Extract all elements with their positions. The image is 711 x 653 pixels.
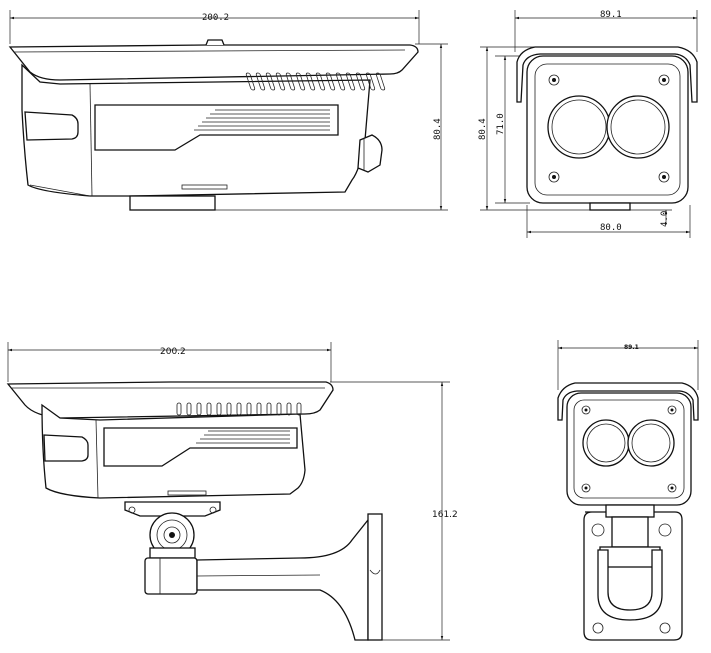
bottom-right-width-label: 89.1	[624, 344, 639, 351]
screws	[581, 405, 677, 493]
front-bezel-inner	[573, 399, 685, 499]
lens-left	[582, 419, 630, 467]
top-left-height-label: 80.4	[433, 118, 443, 140]
lens-right-inner	[631, 423, 671, 463]
body-seam	[29, 184, 91, 197]
joint-collar	[149, 547, 196, 559]
front-sun-shield	[516, 46, 698, 103]
bottom-label-slot	[181, 184, 228, 190]
top-right-offset-label: 4.0	[660, 211, 670, 227]
front-bezel	[43, 434, 89, 462]
mounting-hole	[592, 622, 604, 634]
bottom-left-height-label: 161.2	[432, 510, 458, 520]
sun-shield	[6, 381, 334, 419]
lens-right	[606, 95, 670, 159]
window-fins	[194, 109, 330, 131]
front-bezel	[24, 111, 79, 141]
mount-plate	[124, 501, 221, 517]
sun-shield	[8, 44, 419, 81]
mounting-hole	[659, 622, 671, 634]
bottom-label-slot	[167, 490, 207, 496]
body-seam	[89, 83, 93, 197]
lens-left-inner	[586, 423, 626, 463]
front-view-bottom: 89.1	[557, 340, 699, 641]
ball-joint-center	[169, 532, 175, 538]
ball-joint-core	[163, 526, 181, 544]
screw	[209, 506, 217, 514]
top-right-inner-height-label: 71.0	[496, 113, 506, 135]
screw	[128, 506, 136, 514]
wall-plate-hole	[369, 569, 381, 575]
bottom-mount	[129, 195, 216, 211]
shield-tab	[205, 39, 225, 46]
mounting-hole	[591, 523, 605, 537]
bottom-left-width-label: 200.2	[160, 347, 186, 357]
mounting-hole	[658, 523, 672, 537]
bracket-u-arm	[597, 549, 663, 621]
bracket-arm	[196, 518, 369, 641]
joint-block	[605, 504, 655, 518]
side-view-top: 200.2 80.4	[8, 10, 448, 211]
vent-slots	[245, 72, 386, 91]
cable-gland	[357, 134, 383, 173]
screws	[548, 74, 670, 183]
front-view-top: 89.1 80.4 71.0 80.0 4.0	[478, 10, 698, 238]
window-fins	[196, 430, 290, 444]
top-right-outer-height-label: 80.4	[478, 118, 488, 140]
bracket-collar	[599, 546, 661, 568]
front-mount	[589, 202, 631, 211]
side-view-bottom: 200.2 161.2	[6, 342, 458, 641]
top-right-width-label: 89.1	[600, 10, 622, 20]
lens-left	[547, 95, 611, 159]
bracket-base	[144, 557, 198, 595]
body-seam	[95, 419, 99, 499]
lens-right-inner	[610, 99, 666, 155]
wall-plate	[367, 513, 383, 641]
front-window	[94, 104, 339, 151]
front-bezel-inner	[534, 63, 681, 196]
front-sun-shield	[557, 382, 699, 421]
top-left-width-label: 200.2	[202, 13, 229, 23]
lens-right	[627, 419, 675, 467]
joint-body	[611, 516, 649, 548]
shield-edge	[13, 49, 406, 53]
front-window	[103, 427, 298, 467]
vent-slots	[176, 402, 302, 416]
lens-left-inner	[551, 99, 607, 155]
top-right-base-width-label: 80.0	[600, 223, 622, 233]
arm-rib	[196, 574, 321, 577]
